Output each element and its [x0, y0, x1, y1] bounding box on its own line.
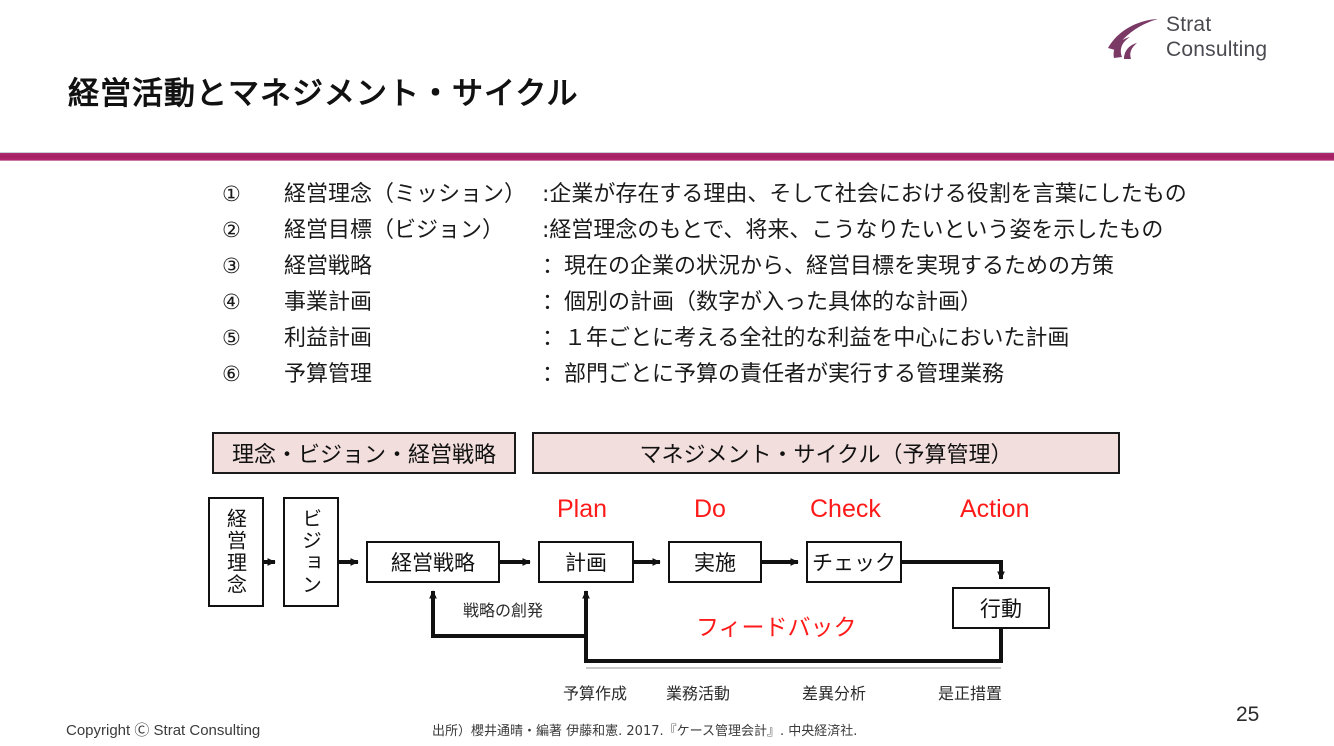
page-title: 経営活動とマネジメント・サイクル — [68, 76, 579, 112]
definition-row: ⑥ 予算管理 ：部門ごとに予算の責任者が実行する管理業務 — [222, 356, 1222, 392]
feedback-label: フィードバック — [696, 615, 857, 641]
pdca-label-check: Check — [810, 495, 881, 523]
definition-term: 経営理念（ミッション） — [284, 182, 527, 207]
arrow-check-to-koudou — [902, 560, 1005, 580]
definition-term: 事業計画 — [284, 290, 373, 315]
definition-number: ⑥ — [222, 362, 241, 386]
flow-box-vision: ビジョン — [283, 497, 339, 607]
brand-logo: Strat Consulting — [1104, 12, 1294, 64]
bottom-label-variance-analysis: 差異分析 — [802, 684, 867, 703]
definition-number: ⑤ — [222, 326, 241, 350]
definition-row: ③ 経営戦略 ：現在の企業の状況から、経営目標を実現するための方策 — [222, 248, 1222, 284]
bottom-label-operations: 業務活動 — [666, 684, 731, 703]
logo-wordmark: Strat Consulting — [1166, 13, 1268, 61]
strategy-emergence-label: 戦略の創発 — [463, 601, 544, 620]
section-bar-management-cycle: マネジメント・サイクル（予算管理） — [532, 432, 1120, 474]
pdca-label-do: Do — [694, 495, 726, 523]
definition-row: ⑤ 利益計画 ：１年ごとに考える全社的な利益を中心においた計画 — [222, 320, 1222, 356]
definition-term: 予算管理 — [284, 362, 373, 387]
definition-row: ④ 事業計画 ：個別の計画（数字が入った具体的な計画） — [222, 284, 1222, 320]
flow-box-action: 行動 — [952, 587, 1050, 629]
definition-description: ：現在の企業の状況から、経営目標を実現するための方策 — [542, 254, 1115, 279]
pdca-label-action: Action — [960, 495, 1030, 523]
definition-description: ：部門ごとに予算の責任者が実行する管理業務 — [542, 362, 1005, 387]
flow-box-do: 実施 — [668, 541, 762, 583]
definition-term: 利益計画 — [284, 326, 373, 351]
definition-number: ④ — [222, 290, 241, 314]
flow-box-check: チェック — [806, 541, 902, 583]
bottom-label-budgeting: 予算作成 — [563, 684, 628, 703]
definition-number: ② — [222, 218, 241, 242]
page-number: 25 — [1236, 703, 1260, 726]
footer-copyright: Copyright Ⓒ Strat Consulting — [66, 722, 261, 739]
definition-description: ：１年ごとに考える全社的な利益を中心においた計画 — [542, 326, 1070, 351]
flow-box-strategy: 経営戦略 — [366, 541, 500, 583]
bottom-label-corrective-action: 是正措置 — [938, 684, 1003, 703]
title-divider — [0, 152, 1334, 161]
definition-description: :企業が存在する理由、そして社会における役割を言葉にしたもの — [542, 182, 1187, 207]
definition-row: ② 経営目標（ビジョン） :経営理念のもとで、将来、こうなりたいという姿を示した… — [222, 212, 1222, 248]
definition-row: ① 経営理念（ミッション） :企業が存在する理由、そして社会における役割を言葉に… — [222, 176, 1222, 212]
definition-number: ③ — [222, 254, 241, 278]
definition-number: ① — [222, 182, 241, 206]
strat-swoosh-icon — [1108, 19, 1158, 59]
definition-description: ：個別の計画（数字が入った具体的な計画） — [542, 290, 983, 315]
definition-term: 経営戦略 — [284, 254, 373, 279]
footer-source-citation: 出所）櫻井通晴・編著 伊藤和憲. 2017.『ケース管理会計』. 中央経済社. — [432, 724, 858, 739]
definition-list: ① 経営理念（ミッション） :企業が存在する理由、そして社会における役割を言葉に… — [222, 176, 1222, 392]
pdca-label-plan: Plan — [557, 495, 608, 523]
flow-box-management-philosophy: 経営理念 — [208, 497, 264, 607]
definition-description: :経営理念のもとで、将来、こうなりたいという姿を示したもの — [542, 218, 1164, 243]
flow-box-plan: 計画 — [538, 541, 634, 583]
definition-term: 経営目標（ビジョン） — [284, 218, 505, 243]
section-bar-strategy: 理念・ビジョン・経営戦略 — [212, 432, 516, 474]
